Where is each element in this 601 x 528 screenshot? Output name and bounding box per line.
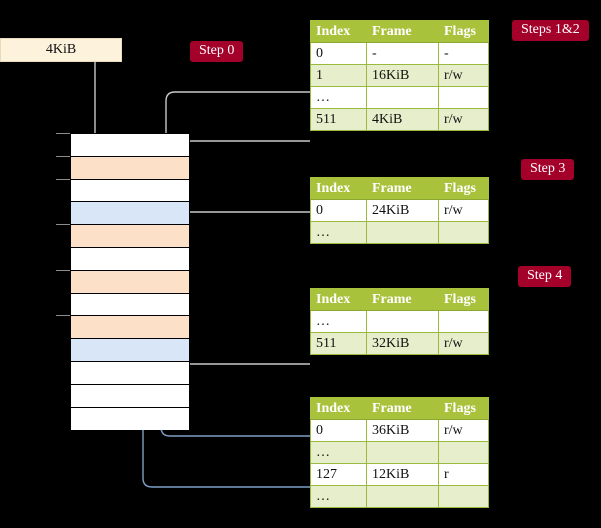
- badge-steps-1-2: Steps 1&2: [512, 20, 589, 41]
- memory-tick-1: [56, 155, 70, 157]
- physical-memory-column: [70, 133, 190, 431]
- table-row[interactable]: …: [310, 221, 489, 244]
- cell-flags: r/w: [438, 64, 489, 87]
- table-row[interactable]: 0--: [310, 42, 489, 65]
- column-header-frame: Frame: [366, 288, 439, 311]
- cell-flags: r/w: [438, 332, 489, 355]
- memory-tick-4: [56, 224, 70, 226]
- cell-frame: 32KiB: [366, 332, 439, 355]
- badge-step-0: Step 0: [190, 41, 244, 62]
- memory-tick-8: [56, 315, 70, 317]
- column-header-index: Index: [310, 177, 367, 200]
- cell-index: 1: [310, 64, 367, 87]
- memory-frame-3: [71, 202, 189, 226]
- table-row[interactable]: …: [310, 310, 489, 333]
- cell-flags: r/w: [438, 108, 489, 131]
- memory-frame-0: [71, 134, 189, 157]
- cell-index: 0: [310, 42, 367, 65]
- cell-flags: [438, 221, 489, 244]
- cell-index: …: [310, 485, 367, 508]
- cell-frame: 16KiB: [366, 64, 439, 87]
- virtual-page-box: 4KiB: [0, 38, 122, 62]
- column-header-frame: Frame: [366, 397, 439, 420]
- cell-index: 0: [310, 199, 367, 222]
- memory-frame-6: [71, 270, 189, 294]
- cell-flags: -: [438, 42, 489, 65]
- column-header-frame: Frame: [366, 20, 439, 43]
- cell-frame: 12KiB: [366, 463, 439, 486]
- memory-frame-1: [71, 156, 189, 180]
- cell-frame: 24KiB: [366, 199, 439, 222]
- memory-tick-0: [56, 133, 70, 134]
- column-header-flags: Flags: [438, 177, 489, 200]
- cell-flags: r: [438, 463, 489, 486]
- memory-frame-8: [71, 316, 189, 340]
- cell-index: 127: [310, 463, 367, 486]
- table-row[interactable]: …: [310, 86, 489, 109]
- cell-flags: [438, 86, 489, 109]
- table-row[interactable]: …: [310, 485, 489, 508]
- column-header-flags: Flags: [438, 397, 489, 420]
- cell-flags: [438, 441, 489, 464]
- cell-frame: [366, 485, 439, 508]
- cell-index: …: [310, 310, 367, 333]
- memory-frame-2: [71, 179, 189, 203]
- cell-flags: r/w: [438, 419, 489, 442]
- column-header-flags: Flags: [438, 288, 489, 311]
- memory-tick-6: [56, 269, 70, 271]
- table-row[interactable]: …: [310, 441, 489, 464]
- cell-flags: [438, 310, 489, 333]
- cell-frame: 36KiB: [366, 419, 439, 442]
- column-header-flags: Flags: [438, 20, 489, 43]
- column-header-index: Index: [310, 288, 367, 311]
- memory-frame-10: [71, 362, 189, 385]
- cell-frame: [366, 86, 439, 109]
- memory-frame-12: [71, 407, 189, 431]
- cell-frame: [366, 441, 439, 464]
- cell-flags: r/w: [438, 199, 489, 222]
- cell-index: 511: [310, 332, 367, 355]
- memory-frame-9: [71, 339, 189, 362]
- cell-frame: [366, 221, 439, 244]
- column-header-index: Index: [310, 397, 367, 420]
- cell-flags: [438, 485, 489, 508]
- badge-step-3: Step 3: [521, 159, 575, 180]
- cell-frame: -: [366, 42, 439, 65]
- cell-frame: [366, 310, 439, 333]
- memory-frame-4: [71, 225, 189, 248]
- column-header-frame: Frame: [366, 177, 439, 200]
- memory-frame-5: [71, 248, 189, 271]
- cell-index: 0: [310, 419, 367, 442]
- cell-index: …: [310, 86, 367, 109]
- cell-index: 511: [310, 108, 367, 131]
- cell-index: …: [310, 441, 367, 464]
- memory-frame-11: [71, 384, 189, 408]
- cell-index: …: [310, 221, 367, 244]
- memory-frame-7: [71, 293, 189, 317]
- column-header-index: Index: [310, 20, 367, 43]
- memory-tick-2: [56, 178, 70, 180]
- cell-frame: 4KiB: [366, 108, 439, 131]
- badge-step-4: Step 4: [518, 266, 572, 287]
